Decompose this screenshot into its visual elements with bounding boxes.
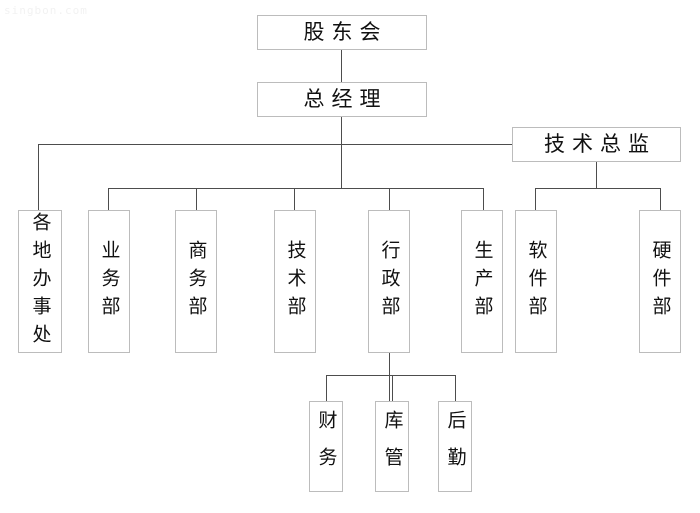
connector-drop-commerce-dept <box>196 188 197 210</box>
node-tech-director[interactable]: 技术总监 <box>512 127 681 162</box>
connector-bus-top <box>38 144 513 145</box>
node-technical-dept-label: 技术部 <box>284 239 307 324</box>
connector-drop-production-dept <box>483 188 484 210</box>
node-warehouse[interactable]: 库管 <box>375 401 409 492</box>
node-admin-dept[interactable]: 行政部 <box>368 210 410 353</box>
connector-drop-warehouse <box>392 375 393 401</box>
node-software-dept-label: 软件部 <box>525 239 548 324</box>
connector-bus-tech-children <box>535 188 661 189</box>
node-finance-label: 财务 <box>315 409 338 484</box>
node-logistics-label: 后勤 <box>444 409 467 484</box>
node-general-manager[interactable]: 总经理 <box>257 82 427 117</box>
node-logistics[interactable]: 后勤 <box>438 401 472 492</box>
node-regional-offices[interactable]: 各地办事处 <box>18 210 62 353</box>
connector-bus-admin-children <box>326 375 455 376</box>
node-production-dept-label: 生产部 <box>471 239 494 324</box>
node-tech-director-label: 技术总监 <box>544 131 656 156</box>
node-shareholders[interactable]: 股东会 <box>257 15 427 50</box>
node-general-manager-label: 总经理 <box>303 86 388 111</box>
watermark-text: singbon.com <box>4 4 88 17</box>
node-shareholders-label: 股东会 <box>303 19 388 44</box>
connector-drop-logistics <box>455 375 456 401</box>
node-finance[interactable]: 财务 <box>309 401 343 492</box>
node-regional-offices-label: 各地办事处 <box>29 211 52 352</box>
connector-drop-hardware-dept <box>660 188 661 210</box>
node-commerce-dept[interactable]: 商务部 <box>175 210 217 353</box>
connector-bus-departments <box>108 188 483 189</box>
node-hardware-dept-label: 硬件部 <box>649 239 672 324</box>
connector-gm-trunk <box>341 117 342 188</box>
node-warehouse-label: 库管 <box>381 409 404 484</box>
node-technical-dept[interactable]: 技术部 <box>274 210 316 353</box>
connector-tech-director-trunk <box>596 162 597 188</box>
connector-drop-technical-dept <box>294 188 295 210</box>
node-commerce-dept-label: 商务部 <box>185 239 208 324</box>
connector-shareholders-to-gm <box>341 50 342 82</box>
node-business-dept-label: 业务部 <box>98 239 121 324</box>
node-admin-dept-label: 行政部 <box>378 239 401 324</box>
node-hardware-dept[interactable]: 硬件部 <box>639 210 681 353</box>
node-business-dept[interactable]: 业务部 <box>88 210 130 353</box>
connector-drop-business-dept <box>108 188 109 210</box>
node-production-dept[interactable]: 生产部 <box>461 210 503 353</box>
connector-drop-finance <box>326 375 327 401</box>
connector-admin-trunk <box>389 353 390 401</box>
connector-drop-admin-dept <box>389 188 390 210</box>
node-software-dept[interactable]: 软件部 <box>515 210 557 353</box>
connector-drop-regional-offices <box>38 144 39 210</box>
connector-drop-software-dept <box>535 188 536 210</box>
